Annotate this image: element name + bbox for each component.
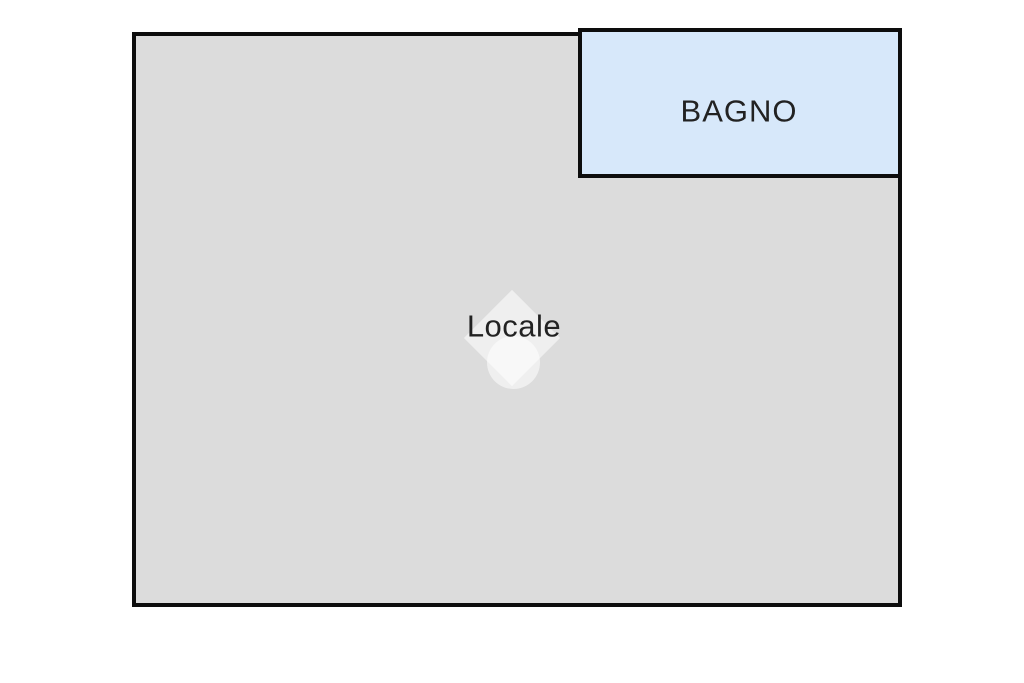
- room-label-bagno: BAGNO: [680, 93, 798, 129]
- room-bagno: [578, 28, 902, 178]
- room-label-locale: Locale: [466, 308, 562, 344]
